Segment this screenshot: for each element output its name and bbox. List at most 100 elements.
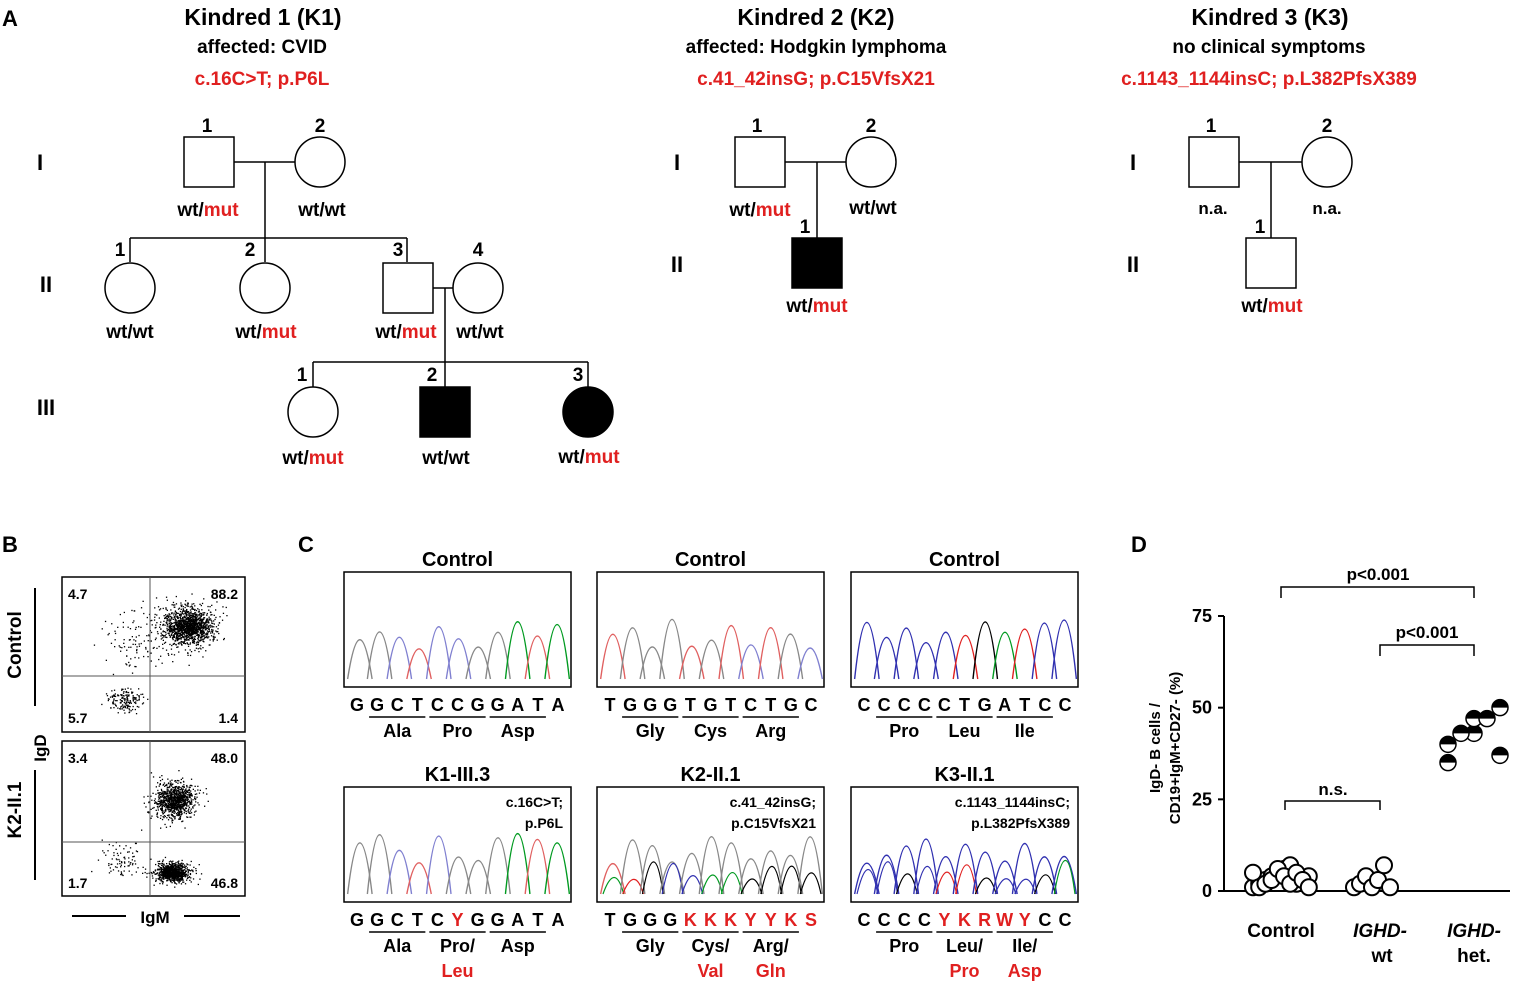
- event-dot: [183, 791, 185, 793]
- event-dot: [185, 865, 187, 867]
- event-dot: [169, 863, 171, 866]
- event-dot: [167, 877, 169, 879]
- event-dot: [157, 789, 159, 792]
- event-dot: [157, 809, 159, 811]
- event-dot: [175, 799, 178, 802]
- event-dot: [186, 790, 189, 792]
- event-dot: [178, 629, 180, 631]
- event-dot: [200, 613, 203, 615]
- event-dot: [170, 870, 172, 872]
- event-dot: [186, 630, 188, 632]
- event-dot: [178, 637, 180, 639]
- k1-affected: affected: CVID: [197, 37, 327, 58]
- event-dot: [179, 781, 182, 784]
- event-dot: [189, 879, 191, 881]
- event-dot: [157, 860, 159, 863]
- event-dot: [188, 664, 190, 666]
- event-dot: [176, 632, 178, 634]
- event-dot: [110, 642, 113, 644]
- sequence-base: C: [1038, 910, 1051, 930]
- trace-secondary-peak: [1033, 874, 1056, 895]
- event-dot: [170, 626, 173, 628]
- panel-d-letter: D: [1131, 532, 1147, 557]
- event-dot: [199, 616, 201, 618]
- event-dot: [185, 630, 187, 632]
- event-dot: [200, 625, 202, 628]
- mutant-amino-acid-label: Leu: [441, 961, 473, 981]
- event-dot: [118, 645, 120, 647]
- event-dot: [194, 620, 196, 622]
- event-dot: [190, 793, 192, 796]
- event-dot: [209, 630, 211, 632]
- event-dot: [201, 633, 204, 636]
- sequence-base: C: [898, 910, 911, 930]
- event-dot: [165, 826, 168, 828]
- event-dot: [168, 875, 170, 877]
- event-dot: [175, 875, 177, 878]
- event-dot: [181, 796, 183, 798]
- k1-gen-iii: III: [37, 395, 55, 420]
- event-dot: [167, 792, 169, 794]
- event-dot: [164, 635, 166, 637]
- event-dot: [162, 877, 164, 880]
- event-dot: [171, 822, 173, 824]
- event-dot: [182, 807, 184, 809]
- event-dot: [169, 810, 172, 812]
- event-dot: [142, 600, 144, 602]
- event-dot: [190, 611, 192, 613]
- event-dot: [166, 875, 168, 878]
- event-dot: [182, 800, 184, 803]
- event-dot: [197, 639, 199, 641]
- event-dot: [168, 798, 170, 800]
- event-dot: [178, 804, 180, 806]
- event-dot: [157, 878, 159, 880]
- event-dot: [207, 621, 210, 623]
- event-dot: [159, 802, 161, 804]
- event-dot: [186, 642, 188, 644]
- event-dot: [172, 874, 174, 876]
- event-dot: [159, 875, 161, 877]
- event-dot: [122, 874, 124, 877]
- event-dot: [182, 803, 184, 806]
- event-dot: [176, 801, 178, 803]
- event-dot: [183, 793, 185, 796]
- event-dot: [202, 627, 204, 629]
- event-dot: [183, 864, 186, 866]
- event-dot: [160, 867, 163, 869]
- event-dot: [174, 873, 177, 875]
- event-dot: [123, 705, 125, 707]
- event-dot: [134, 643, 137, 646]
- event-dot: [208, 625, 210, 627]
- event-dot: [187, 620, 190, 623]
- event-dot: [120, 873, 122, 876]
- trace-peak: [524, 839, 551, 895]
- event-dot: [181, 869, 183, 871]
- event-dot: [101, 703, 103, 706]
- chromatogram-mutation-label: c.1143_1144insC;: [955, 794, 1070, 810]
- event-dot: [185, 623, 187, 626]
- event-dot: [174, 611, 177, 613]
- event-dot: [187, 611, 189, 613]
- event-dot: [121, 705, 123, 707]
- event-dot: [186, 623, 188, 626]
- event-dot: [196, 622, 198, 624]
- event-dot: [168, 628, 170, 631]
- event-dot: [188, 635, 190, 638]
- sequence-base: C: [878, 910, 891, 930]
- event-dot: [180, 637, 182, 639]
- event-dot: [189, 796, 191, 799]
- event-dot: [190, 870, 192, 872]
- event-dot: [167, 808, 169, 810]
- trace-peak: [718, 625, 745, 680]
- event-dot: [185, 793, 187, 795]
- event-dot: [175, 812, 178, 815]
- event-dot: [190, 881, 192, 883]
- event-dot: [175, 793, 177, 795]
- event-dot: [174, 818, 176, 820]
- event-dot: [189, 624, 191, 627]
- event-dot: [179, 791, 181, 793]
- event-dot: [185, 788, 187, 790]
- event-dot: [198, 609, 200, 611]
- event-dot: [159, 783, 161, 785]
- event-dot: [189, 619, 191, 621]
